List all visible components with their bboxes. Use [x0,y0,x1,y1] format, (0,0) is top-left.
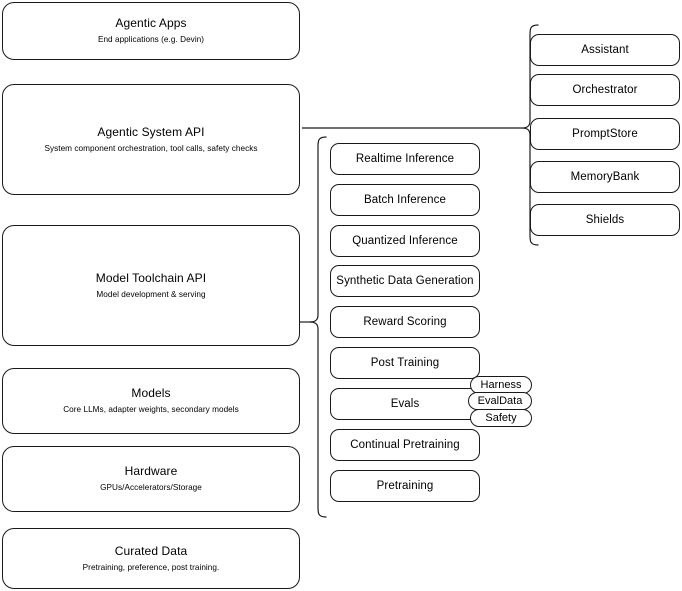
badge-safety[interactable]: Safety [470,409,532,427]
layer-title: Hardware [124,464,178,478]
item-orchestrator[interactable]: Orchestrator [530,74,680,106]
layer-agentic-apps[interactable]: Agentic Apps End applications (e.g. Devi… [2,2,300,60]
layer-title: Curated Data [114,543,188,558]
item-quantized-inference[interactable]: Quantized Inference [330,225,480,257]
item-promptstore[interactable]: PromptStore [530,118,680,150]
item-pretraining[interactable]: Pretraining [330,470,480,502]
layer-curated-data[interactable]: Curated Data Pretraining, preference, po… [2,528,300,589]
layer-subtitle: System component orchestration, tool cal… [44,143,258,153]
layer-title: Agentic Apps [115,16,187,30]
brace-right-column [521,24,539,246]
item-shields[interactable]: Shields [530,204,680,236]
item-evals[interactable]: Evals [330,388,480,420]
layer-subtitle: End applications (e.g. Devin) [97,35,205,44]
layer-title: Model Toolchain API [95,270,207,285]
item-batch-inference[interactable]: Batch Inference [330,184,480,216]
item-synthetic-data-generation[interactable]: Synthetic Data Generation [330,265,480,297]
layer-subtitle: Core LLMs, adapter weights, secondary mo… [63,405,239,414]
item-assistant[interactable]: Assistant [530,34,680,66]
layer-agentic-system-api[interactable]: Agentic System API System component orch… [2,84,300,195]
layer-title: Agentic System API [97,124,205,139]
item-realtime-inference[interactable]: Realtime Inference [330,143,480,175]
item-reward-scoring[interactable]: Reward Scoring [330,306,480,338]
layer-model-toolchain-api[interactable]: Model Toolchain API Model development & … [2,225,300,346]
layer-hardware[interactable]: Hardware GPUs/Accelerators/Storage [2,446,300,512]
layer-subtitle: Model development & serving [96,289,206,299]
layer-models[interactable]: Models Core LLMs, adapter weights, secon… [2,368,300,434]
layer-subtitle: Pretraining, preference, post training. [82,562,220,572]
connector-toolchain-api-to-capabilities [298,321,312,323]
connector-system-api-to-components [302,127,522,129]
item-post-training[interactable]: Post Training [330,347,480,379]
brace-middle-column [309,136,327,518]
badge-evaldata[interactable]: EvalData [468,392,532,410]
item-memorybank[interactable]: MemoryBank [530,161,680,193]
layer-subtitle: GPUs/Accelerators/Storage [100,483,202,492]
item-continual-pretraining[interactable]: Continual Pretraining [330,429,480,461]
layer-title: Models [131,386,171,400]
